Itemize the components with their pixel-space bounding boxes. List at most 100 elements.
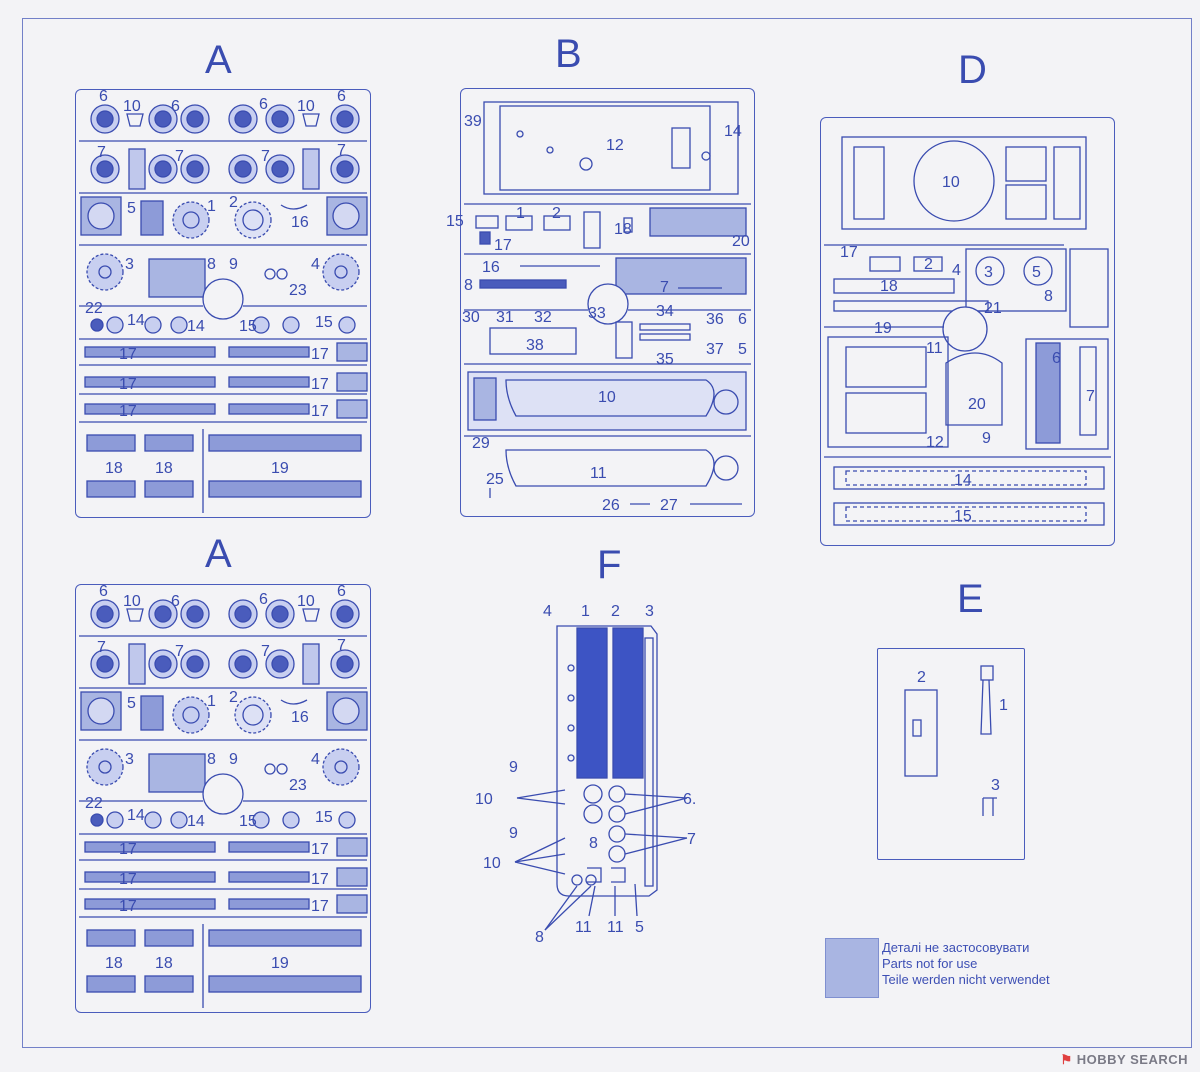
label-b-29: 29 [472, 435, 490, 452]
label-f-5: 5 [635, 919, 644, 936]
label-a2-3: 3 [125, 751, 134, 768]
label-b-2: 2 [552, 205, 561, 222]
sprue-d-letter: D [958, 48, 987, 92]
label-f-11: 11 [575, 919, 592, 936]
label-a-4: 4 [311, 256, 320, 273]
label-b-26: 26 [602, 497, 620, 514]
label-a2-17d: 17 [311, 871, 329, 888]
label-a2-15b: 15 [315, 809, 333, 826]
label-a-7: 7 [97, 144, 106, 161]
label-a-16: 16 [291, 214, 309, 231]
label-a-1: 1 [207, 198, 216, 215]
label-d-5: 5 [1032, 264, 1041, 281]
label-b-37: 37 [706, 341, 724, 358]
label-a2-18: 18 [105, 955, 123, 972]
label-d-19: 19 [874, 320, 892, 337]
label-f-8: 8 [535, 929, 544, 946]
label-b-35: 35 [656, 351, 674, 368]
label-a2-4: 4 [311, 751, 320, 768]
sprue-f-letter: F [597, 543, 622, 587]
label-a-18: 18 [105, 460, 123, 477]
label-a2-17b: 17 [311, 841, 329, 858]
label-a2-19: 19 [271, 955, 289, 972]
label-f-10: 10 [475, 791, 493, 808]
label-a-10b: 10 [297, 98, 315, 115]
label-a-19: 19 [271, 460, 289, 477]
label-a2-14: 14 [127, 807, 145, 824]
label-b-16: 16 [482, 259, 500, 276]
label-d-12: 12 [926, 434, 944, 451]
sprue-b-letter: B [555, 32, 582, 76]
sprue-a-bottom-frame [75, 584, 371, 1013]
label-a-7d: 7 [337, 142, 346, 159]
label-d-11: 11 [926, 340, 943, 357]
label-a-14b: 14 [187, 318, 205, 335]
label-f-3: 3 [645, 603, 654, 620]
label-f-10b: 10 [483, 855, 501, 872]
label-a-18b: 18 [155, 460, 173, 477]
legend-english: Parts not for use [882, 956, 978, 971]
label-a-15b: 15 [315, 314, 333, 331]
sprue-f-drawing: 4 1 2 3 9 10 9 10 8 6. 7 8 11 11 5 [475, 603, 696, 946]
label-b-25: 25 [486, 471, 504, 488]
label-b-5: 5 [738, 341, 747, 358]
label-d-2: 2 [924, 256, 933, 273]
watermark-text: HOBBY SEARCH [1076, 1052, 1188, 1067]
label-a-2: 2 [229, 194, 238, 211]
label-a2-6d: 6 [337, 583, 346, 600]
label-d-17: 17 [840, 244, 858, 261]
label-b-38: 38 [526, 337, 544, 354]
label-d-7: 7 [1086, 388, 1095, 405]
label-d-18: 18 [880, 278, 898, 295]
sprue-a-bottom-letter: A [205, 532, 232, 576]
label-a-15: 15 [239, 318, 257, 335]
label-b-6: 6 [738, 311, 747, 328]
label-a-17c: 17 [119, 376, 137, 393]
label-f-9b: 9 [509, 825, 518, 842]
label-a-17: 17 [119, 346, 137, 363]
label-a2-14b: 14 [187, 813, 205, 830]
label-d-8: 8 [1044, 288, 1053, 305]
label-f-8b: 8 [589, 835, 598, 852]
label-b-11: 11 [590, 465, 607, 482]
label-f-7: 7 [687, 831, 696, 848]
label-b-27: 27 [660, 497, 678, 514]
label-a-17d: 17 [311, 376, 329, 393]
label-a2-16: 16 [291, 709, 309, 726]
sprue-d-frame [820, 117, 1115, 546]
label-d-6: 6 [1052, 350, 1061, 367]
label-a2-6c: 6 [259, 591, 268, 608]
label-b-15: 15 [446, 213, 464, 230]
sprue-a-top-frame [75, 89, 371, 518]
label-b-36: 36 [706, 311, 724, 328]
sprue-b-drawing: 39 12 14 15 1 2 17 18 20 16 8 7 30 31 32… [446, 101, 751, 514]
label-a-17f: 17 [311, 403, 329, 420]
label-a-6c: 6 [259, 96, 268, 113]
label-d-15: 15 [954, 508, 972, 525]
label-b-31: 31 [496, 309, 514, 326]
sprue-e-frame [877, 648, 1025, 860]
label-f-4: 4 [543, 603, 552, 620]
legend: Деталі не застосовувати Parts not for us… [882, 940, 1050, 988]
label-a-3: 3 [125, 256, 134, 273]
sprue-d-drawing: 10 17 2 4 3 5 18 21 8 19 11 12 20 9 6 7 … [824, 136, 1111, 526]
label-a-9: 9 [229, 256, 238, 273]
label-a-14: 14 [127, 312, 145, 329]
label-e-1: 1 [999, 697, 1008, 714]
label-d-14: 14 [954, 472, 972, 489]
label-b-20: 20 [732, 233, 750, 250]
watermark: ⚑ HOBBY SEARCH [1061, 1052, 1189, 1068]
label-a2-7c: 7 [261, 643, 270, 660]
label-f-6: 6. [683, 791, 696, 808]
label-b-10: 10 [598, 389, 616, 406]
label-a2-8: 8 [207, 751, 216, 768]
label-a-6b: 6 [171, 98, 180, 115]
label-b-39: 39 [464, 113, 482, 130]
label-a2-10b: 10 [297, 593, 315, 610]
label-b-14: 14 [724, 123, 742, 140]
label-b-32: 32 [534, 309, 552, 326]
label-a-7b: 7 [175, 148, 184, 165]
label-a2-6b: 6 [171, 593, 180, 610]
label-b-18: 18 [614, 221, 632, 238]
legend-german: Teile werden nicht verwendet [882, 972, 1050, 987]
